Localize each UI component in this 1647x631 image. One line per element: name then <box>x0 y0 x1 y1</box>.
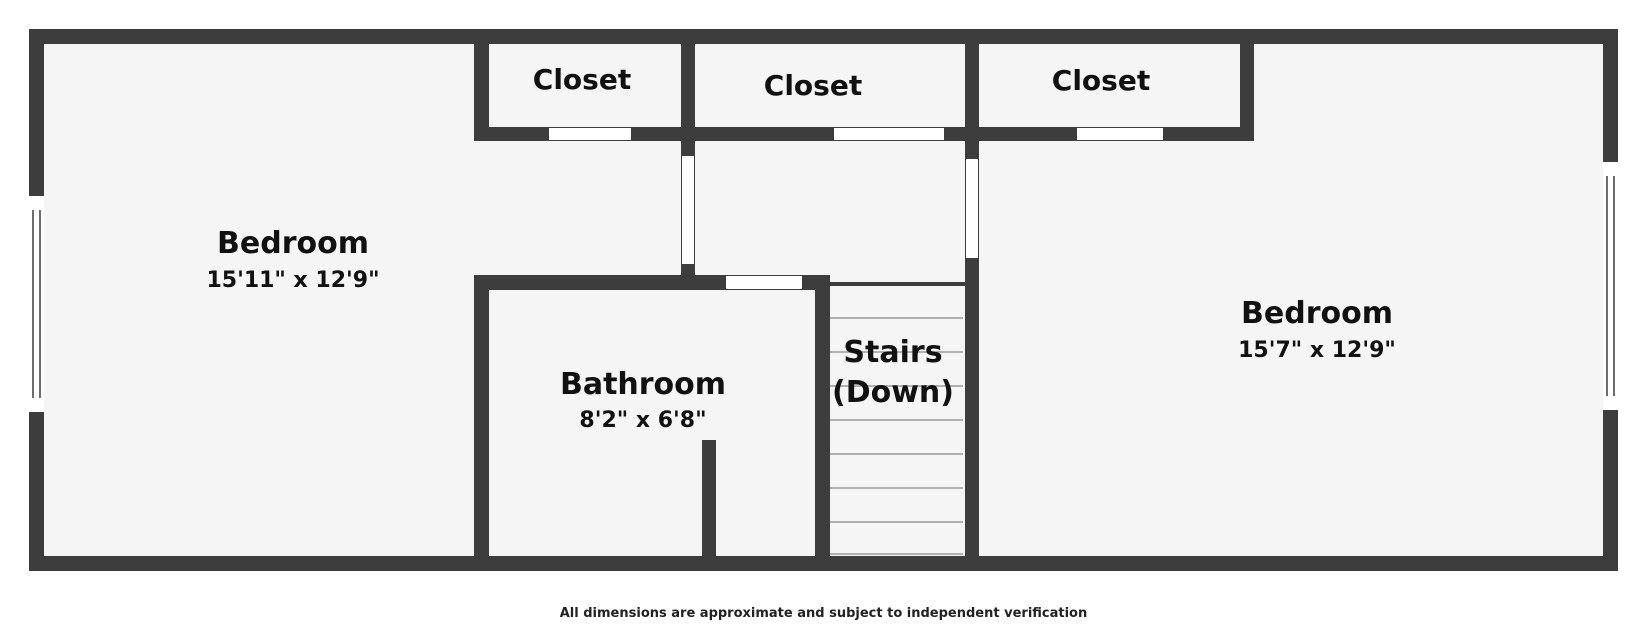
closet-2-3-divider <box>965 44 979 141</box>
stairs-top-wall <box>815 282 979 286</box>
floor-plan: Bedroom 15'11" x 12'9" Closet Closet Clo… <box>29 29 1618 571</box>
bedroom-right-dimensions: 15'7" x 12'9" <box>1238 338 1396 363</box>
bedroom-left-name: Bedroom <box>217 226 369 261</box>
bedroom-right-name: Bedroom <box>1241 296 1393 331</box>
closet-1-name: Closet <box>533 63 631 96</box>
stairs-name-line2: (Down) <box>832 375 954 410</box>
closet-3-right-wall <box>1240 44 1254 141</box>
bathroom-left-wall <box>474 275 489 571</box>
bathroom-name: Bathroom <box>560 367 726 402</box>
bedroom-left-dimensions: 15'11" x 12'9" <box>206 268 379 293</box>
disclaimer-text: All dimensions are approximate and subje… <box>559 606 1088 621</box>
hall-right-door <box>966 159 978 258</box>
window-right <box>1603 162 1618 410</box>
closet-3-door <box>1077 128 1163 140</box>
bathroom-right-wall <box>815 275 830 571</box>
outer-wall-top <box>29 29 1618 44</box>
closet-1-door <box>549 128 631 140</box>
room-labels: Bedroom 15'11" x 12'9" Closet Closet Clo… <box>206 63 1395 433</box>
closet-1-2-divider <box>681 44 695 141</box>
closet-2-door <box>834 128 944 140</box>
stair-treads <box>829 317 963 555</box>
bathroom-door <box>726 276 802 289</box>
closet-1-left-wall <box>474 44 489 140</box>
window-left <box>29 196 44 412</box>
bathroom-dimensions: 8'2" x 6'8" <box>579 408 706 433</box>
openings <box>29 128 1618 412</box>
closet-2-name: Closet <box>764 69 862 102</box>
walls <box>29 29 1618 571</box>
bathroom-partition <box>702 440 716 556</box>
stairs-name-line1: Stairs <box>843 335 942 370</box>
hall-left-door <box>682 156 694 264</box>
closet-3-name: Closet <box>1052 64 1150 97</box>
